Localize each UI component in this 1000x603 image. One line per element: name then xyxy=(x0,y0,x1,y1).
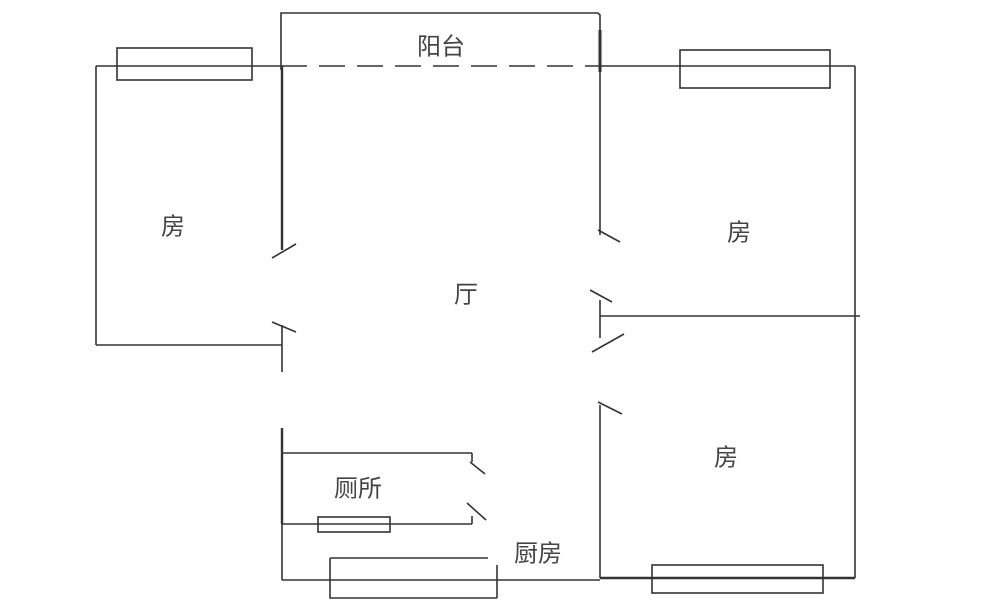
label-balcony: 阳台 xyxy=(417,32,465,61)
left-bedroom-walls xyxy=(95,65,297,372)
window-right-top xyxy=(679,49,831,89)
label-bedroom-left: 房 xyxy=(161,212,185,241)
label-living-room: 厅 xyxy=(454,280,478,309)
label-toilet: 厕所 xyxy=(334,474,382,503)
balcony-walls xyxy=(280,12,602,72)
label-bedroom-right-bottom: 房 xyxy=(714,443,738,472)
label-kitchen: 厨房 xyxy=(514,539,562,568)
right-walls xyxy=(589,65,860,580)
window-toilet xyxy=(317,516,391,533)
window-left xyxy=(116,47,253,81)
window-right-bottom xyxy=(651,564,824,594)
toilet-kitchen-walls xyxy=(280,428,600,599)
label-bedroom-right-top: 房 xyxy=(727,218,751,247)
